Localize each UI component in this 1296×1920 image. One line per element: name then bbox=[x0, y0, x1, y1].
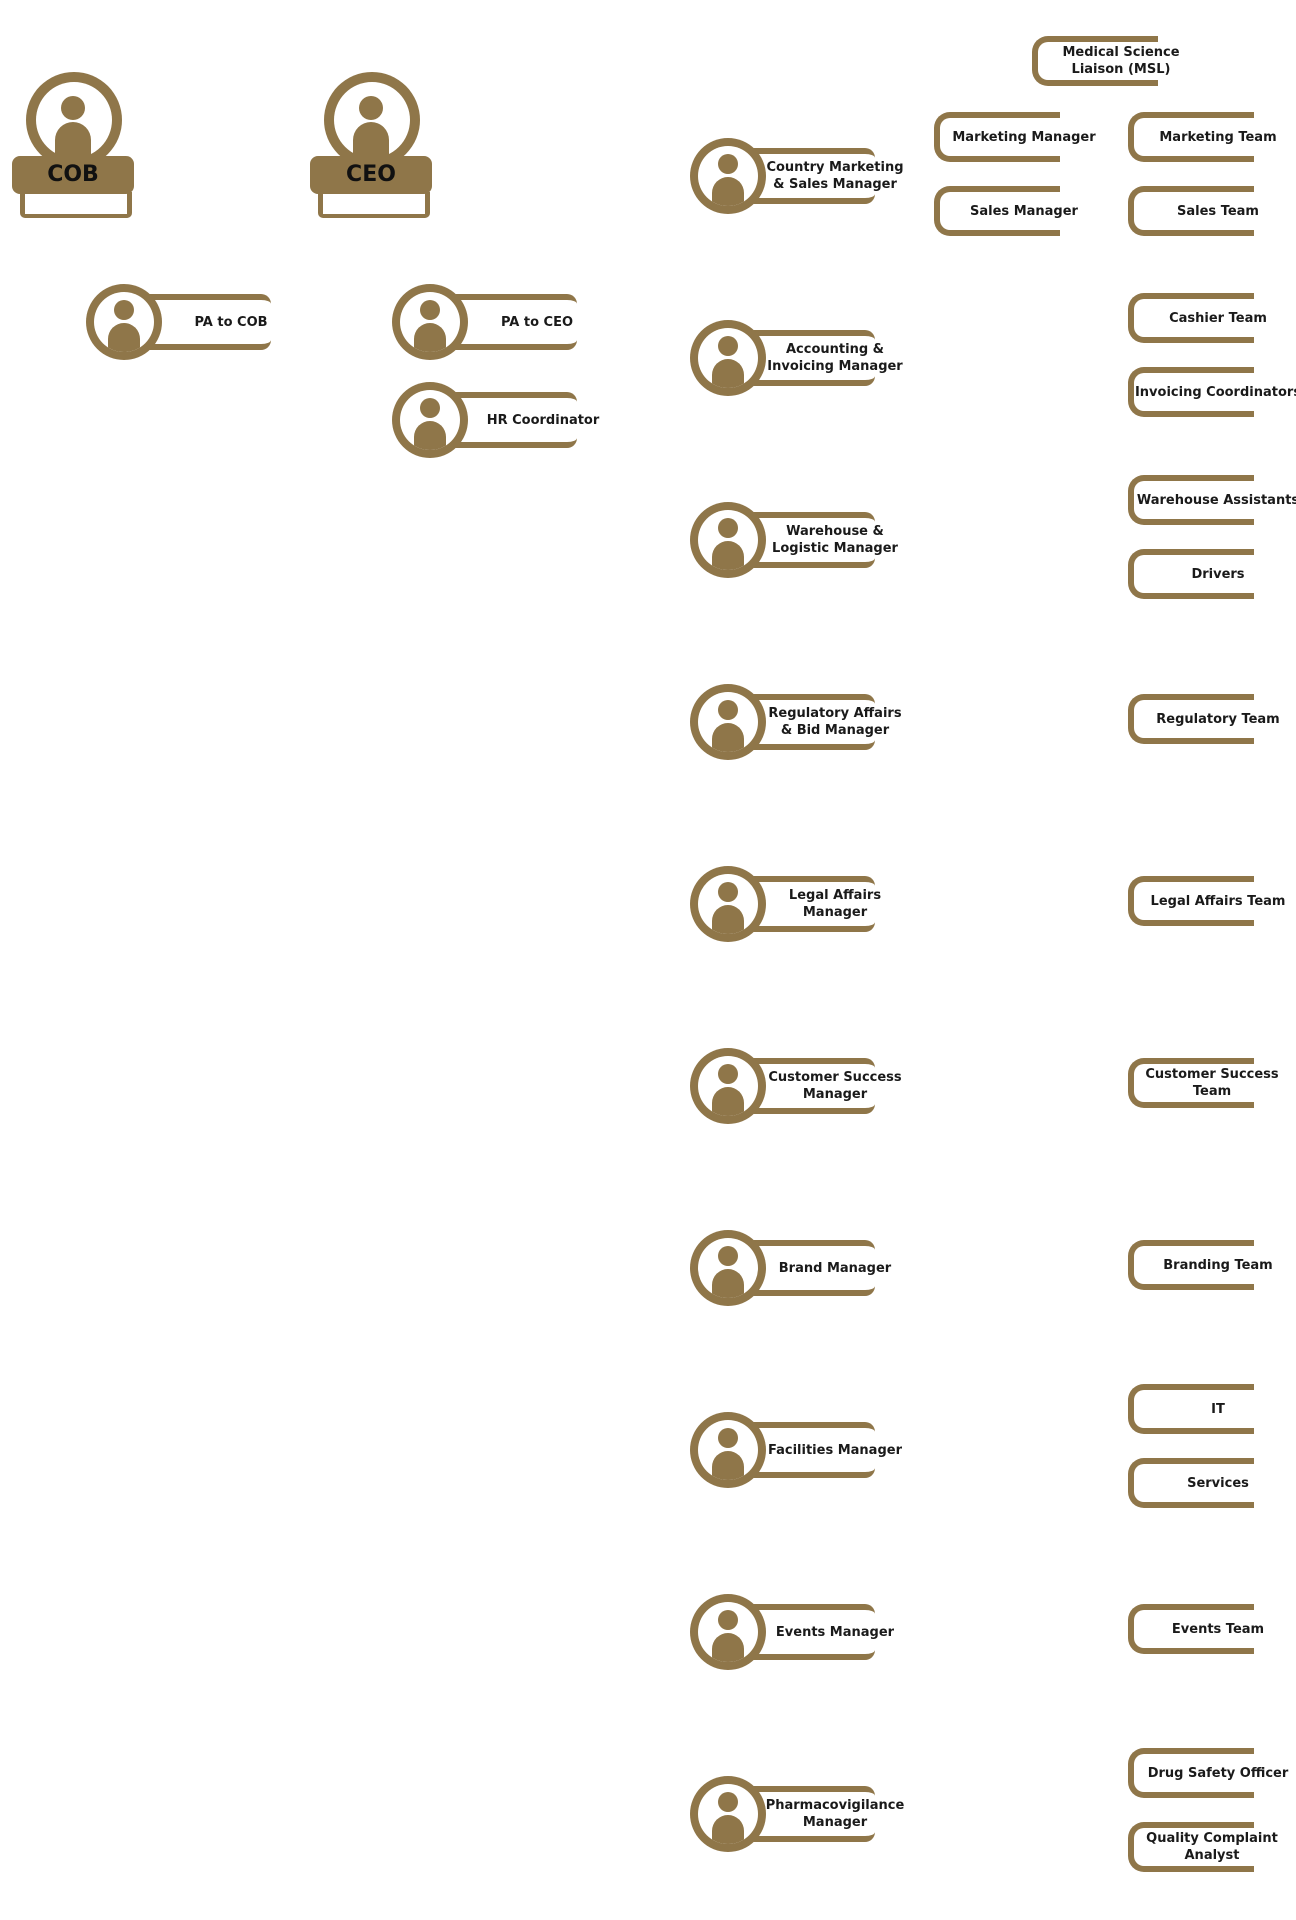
person-icon bbox=[690, 1594, 766, 1670]
node-team: Drug Safety Officer bbox=[1128, 1748, 1288, 1798]
node-team: Cashier Team bbox=[1128, 293, 1267, 343]
node-msl: Medical Science Liaison (MSL) bbox=[1032, 36, 1180, 86]
person-icon bbox=[690, 320, 766, 396]
node-marketing-manager: Marketing Manager bbox=[934, 112, 1096, 162]
node-manager: Facilities Manager bbox=[690, 1412, 910, 1488]
node-manager: Country Marketing & Sales Manager bbox=[690, 138, 910, 214]
node-manager: Accounting & Invoicing Manager bbox=[690, 320, 910, 396]
person-icon bbox=[690, 1776, 766, 1852]
node-sales-manager: Sales Manager bbox=[934, 186, 1078, 236]
node-team: Sales Team bbox=[1128, 186, 1259, 236]
node-team: Warehouse Assistants bbox=[1128, 475, 1296, 525]
node-pa-to-cob: PA to COB bbox=[86, 284, 306, 360]
person-icon bbox=[690, 1412, 766, 1488]
node-team: IT bbox=[1128, 1384, 1254, 1434]
ceo-avatar-icon bbox=[324, 72, 420, 168]
executive-cob: COB bbox=[12, 72, 142, 242]
cob-avatar-icon bbox=[26, 72, 122, 168]
node-team: Quality Complaint Analyst bbox=[1128, 1822, 1278, 1872]
node-team: Branding Team bbox=[1128, 1240, 1273, 1290]
person-icon bbox=[86, 284, 162, 360]
person-icon bbox=[690, 138, 766, 214]
node-manager: Customer Success Manager bbox=[690, 1048, 910, 1124]
node-hr-coordinator: HR Coordinator bbox=[392, 382, 612, 458]
executive-ceo: CEO bbox=[310, 72, 440, 242]
person-icon bbox=[690, 684, 766, 760]
node-pa-to-ceo: PA to CEO bbox=[392, 284, 612, 360]
cob-label: COB bbox=[12, 156, 134, 194]
person-icon bbox=[392, 284, 468, 360]
node-manager: Regulatory Affairs & Bid Manager bbox=[690, 684, 910, 760]
node-team: Drivers bbox=[1128, 549, 1254, 599]
node-team: Regulatory Team bbox=[1128, 694, 1280, 744]
person-icon bbox=[690, 866, 766, 942]
node-team: Events Team bbox=[1128, 1604, 1264, 1654]
person-icon bbox=[690, 502, 766, 578]
node-manager: Pharmacovigilance Manager bbox=[690, 1776, 910, 1852]
node-team: Customer Success Team bbox=[1128, 1058, 1279, 1108]
person-icon bbox=[690, 1230, 766, 1306]
node-team: Invoicing Coordinators bbox=[1128, 367, 1296, 417]
person-icon bbox=[690, 1048, 766, 1124]
node-manager: Brand Manager bbox=[690, 1230, 910, 1306]
node-team: Services bbox=[1128, 1458, 1254, 1508]
node-manager: Warehouse & Logistic Manager bbox=[690, 502, 910, 578]
ceo-label: CEO bbox=[310, 156, 432, 194]
node-team: Legal Affairs Team bbox=[1128, 876, 1285, 926]
node-manager: Events Manager bbox=[690, 1594, 910, 1670]
node-team: Marketing Team bbox=[1128, 112, 1277, 162]
person-icon bbox=[392, 382, 468, 458]
node-manager: Legal Affairs Manager bbox=[690, 866, 910, 942]
